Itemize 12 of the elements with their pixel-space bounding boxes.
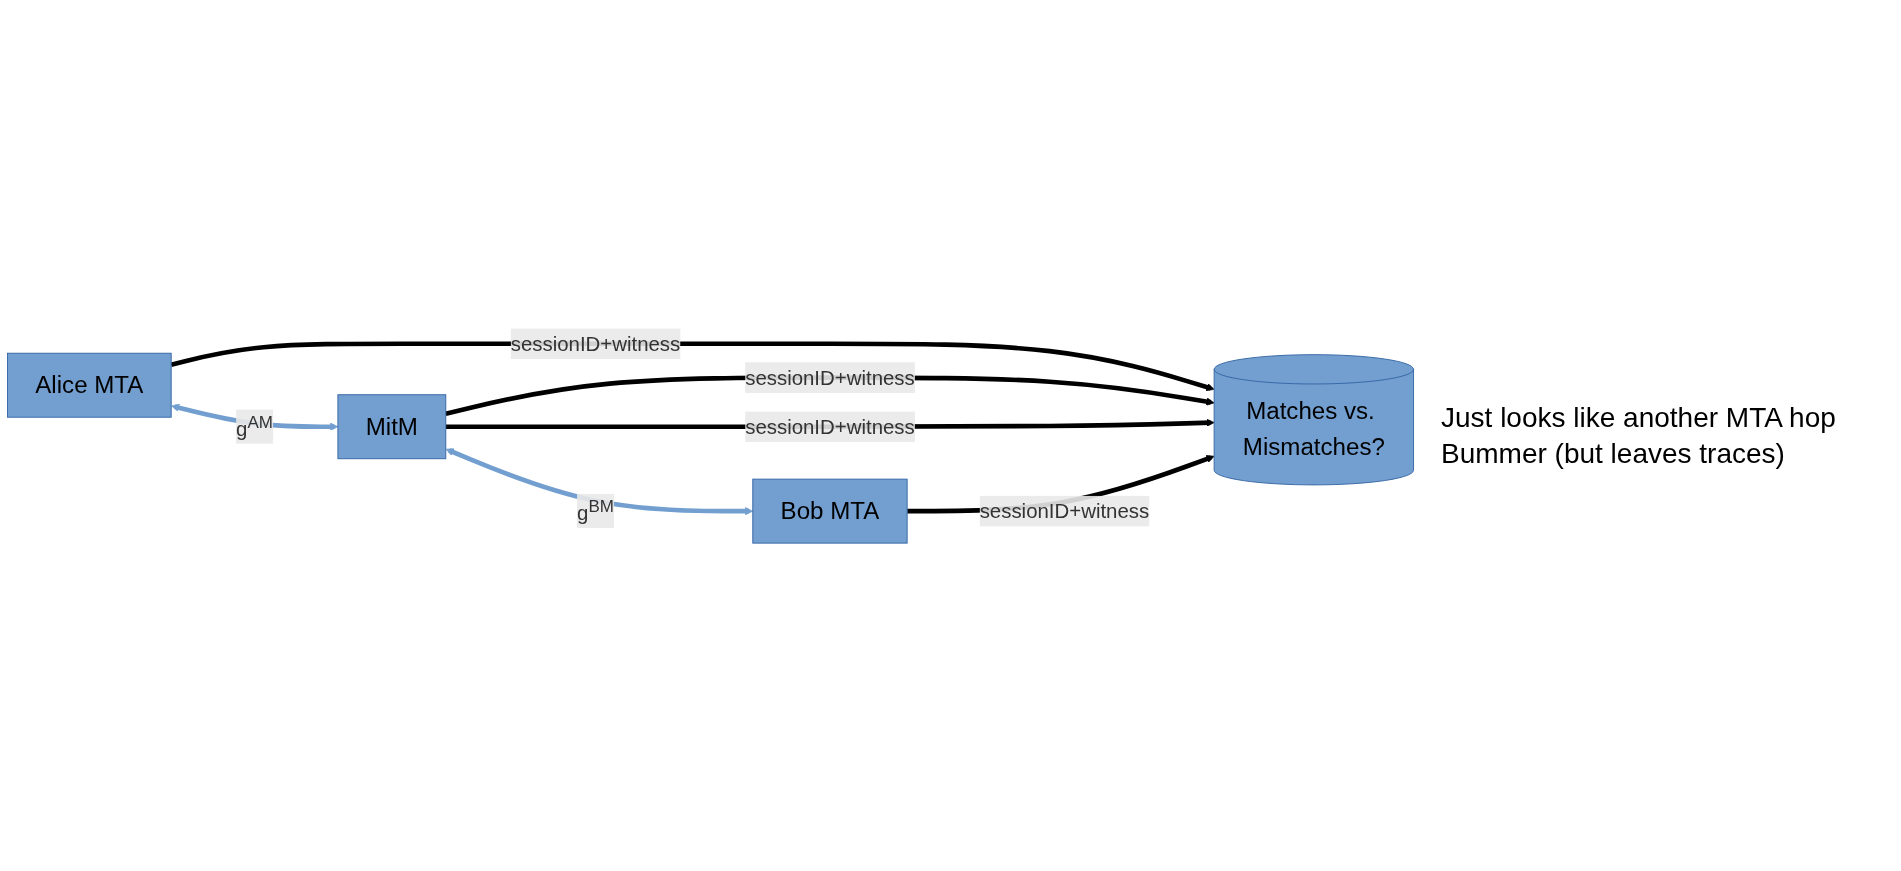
note-text: Bummer (but leaves traces) (1441, 437, 1786, 470)
edge-label: sessionID+witness (979, 499, 1150, 523)
node-box: Alice MTA (7, 352, 172, 418)
edge-label: g$^{AM}$ (236, 411, 273, 441)
edge-label: sessionID+witness (745, 414, 915, 439)
node-box: MitM (337, 394, 447, 459)
edge-label: sessionID+witness (510, 331, 681, 356)
edge-label: sessionID+witness (745, 365, 915, 389)
arrow (445, 448, 754, 515)
note-text: Just looks like another MTA hop (1441, 401, 1837, 434)
edge-label: g$^{BM}$ (577, 496, 614, 525)
node-box: Bob MTA (752, 478, 908, 544)
